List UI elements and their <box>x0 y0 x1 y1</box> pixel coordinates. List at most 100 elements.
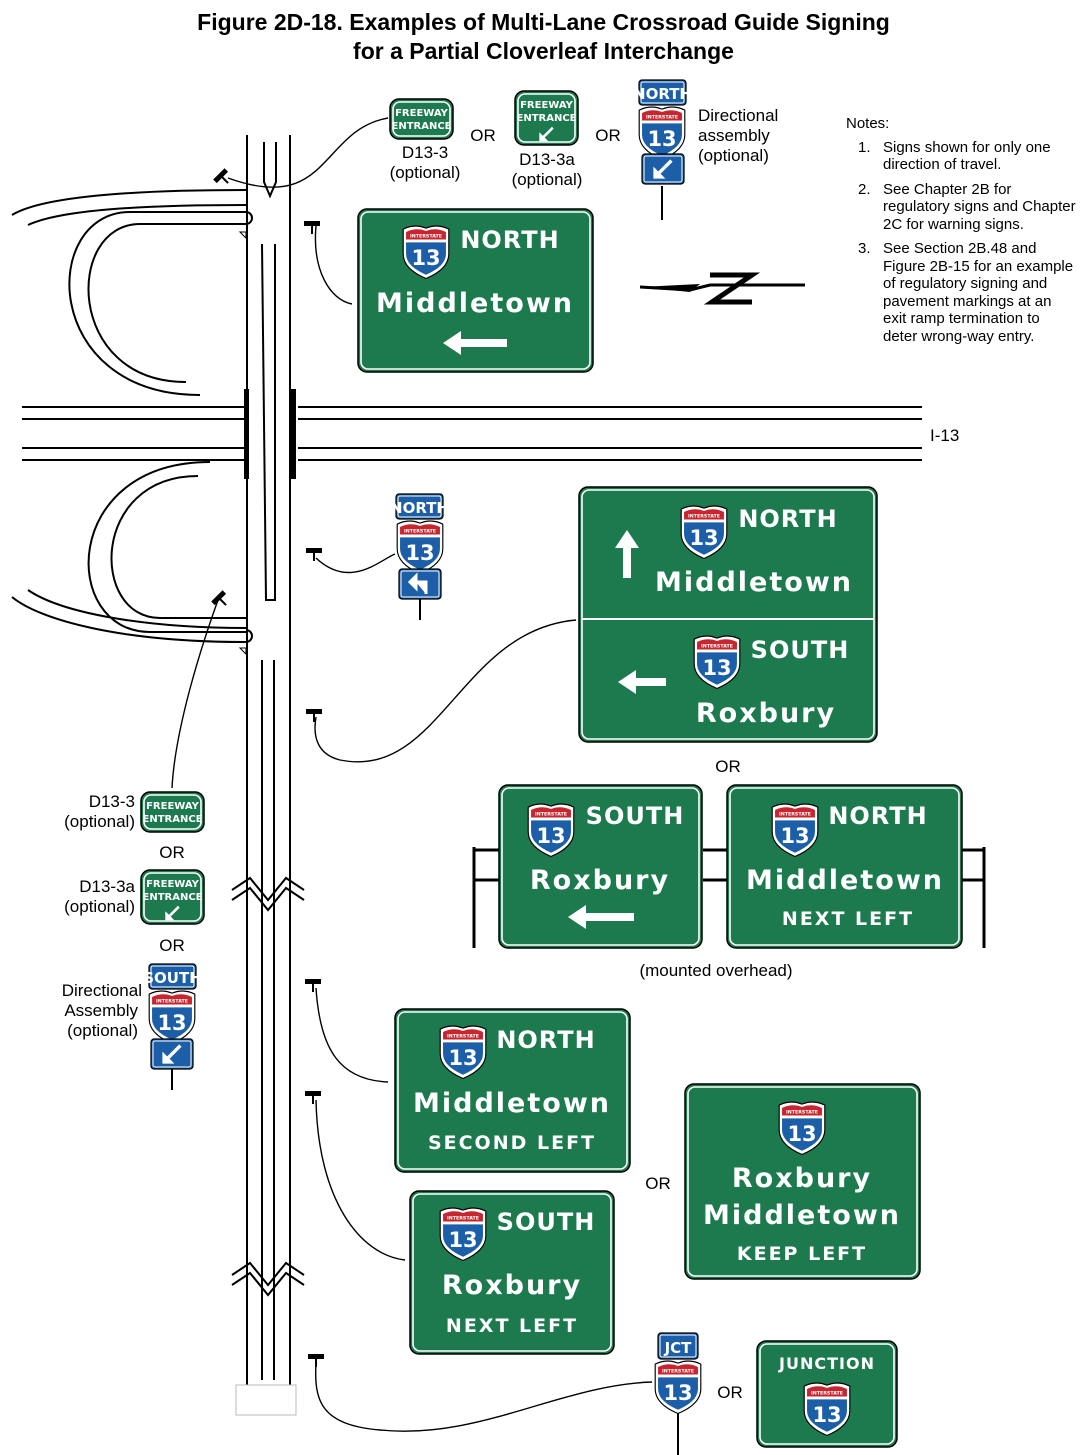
yield-triangle-icon <box>238 231 247 240</box>
plaque-background <box>148 963 197 990</box>
shield-interstate-text: INTERSTATE <box>662 1369 694 1375</box>
plaque-text: NORTH <box>390 499 449 517</box>
north-text: NORTH <box>738 505 837 533</box>
sign-location-icon <box>306 709 322 722</box>
diagonal-left-arrow-icon <box>165 905 180 921</box>
shield-route-number: 13 <box>689 526 718 550</box>
d13-3-sign-border <box>143 794 202 830</box>
shield-route-number: 13 <box>448 1228 477 1252</box>
directional-label: Directional <box>698 106 779 125</box>
shield-top <box>443 1211 483 1222</box>
shield-interstate-text: INTERSTATE <box>447 1034 479 1040</box>
north-arrow-icon <box>639 272 805 305</box>
shield-interstate-text: INTERSTATE <box>156 999 188 1005</box>
assembly-label: Assembly <box>64 1001 138 1020</box>
shield-top <box>152 994 192 1005</box>
assembly-optional-label: (optional) <box>698 146 769 165</box>
cardinal-direction-plaque: NORTH <box>390 493 449 520</box>
yield-triangle-icon <box>238 647 247 656</box>
entrance-text: ENTRANCE <box>143 814 203 825</box>
sign-location-icon <box>308 1354 324 1367</box>
turn-left-arrow-icon <box>407 572 428 594</box>
sign-location-icon <box>304 221 320 234</box>
directional-label: Directional <box>61 981 142 1000</box>
mounted-overhead-label: (mounted overhead) <box>639 961 793 980</box>
sign-location-icon <box>213 168 229 184</box>
or-label: OR <box>645 1174 671 1193</box>
guide-sign-north-middletown-border <box>360 211 591 370</box>
note-text: Signs shown for only one direction of tr… <box>883 138 1051 174</box>
sign-posts <box>171 186 679 1455</box>
sign-location-symbols <box>211 168 324 1367</box>
assembly-label: assembly <box>698 126 770 145</box>
destination-text: Middletown <box>746 865 944 896</box>
loop-ramp-line <box>110 475 246 619</box>
left-arrow-icon <box>443 331 507 355</box>
shield-interstate-text: INTERSTATE <box>447 1216 479 1222</box>
interstate-shield-icon: INTERSTATE 13 <box>654 1360 702 1415</box>
shield-interstate-text: INTERSTATE <box>410 234 442 240</box>
median-island <box>263 142 277 199</box>
guide-sign-keep-left <box>684 1083 921 1280</box>
leader-line <box>171 599 219 789</box>
shield-interstate-text: INTERSTATE <box>646 115 678 121</box>
d13-3a-sign-background <box>514 90 579 146</box>
leader-line <box>315 1099 406 1261</box>
guide-sign-keep-left-border <box>687 1086 918 1277</box>
leader-lines <box>171 117 653 1432</box>
shield-top <box>658 1364 698 1375</box>
plaque-border <box>640 81 685 104</box>
shield-body <box>642 123 682 156</box>
shield-body <box>443 1224 483 1257</box>
destination-text: Roxbury <box>442 1270 582 1301</box>
freeway-text: FREEWAY <box>520 100 574 111</box>
sign-location-icon <box>306 548 322 561</box>
leader-line <box>315 553 396 574</box>
freeway-text: FREEWAY <box>146 879 200 890</box>
shield-body <box>658 1377 698 1410</box>
destination-text: Roxbury <box>696 698 836 729</box>
north-text: NORTH <box>496 1026 595 1054</box>
note-number: 3. <box>858 240 871 257</box>
d13-3-optional-label: (optional) <box>64 812 135 831</box>
median-island <box>261 243 276 601</box>
median-line <box>261 660 275 1380</box>
cardinal-direction-plaque: JCT <box>657 1332 699 1360</box>
or-label: OR <box>717 1383 743 1402</box>
plaque-background <box>638 79 687 106</box>
shield-interstate-text: INTERSTATE <box>404 529 436 535</box>
sign-location-icon <box>211 590 227 606</box>
ramp-line <box>27 204 247 226</box>
bridge-rail <box>244 389 249 479</box>
d13-3-sign-background <box>389 98 454 140</box>
arrow-shape <box>165 905 180 921</box>
overhead-sign-south-roxbury-border <box>501 787 700 946</box>
plaque-text: SOUTH <box>143 969 202 987</box>
or-label: OR <box>470 126 496 145</box>
shield-top <box>684 509 724 520</box>
shield-top <box>697 639 737 650</box>
note-number: 1. <box>858 138 871 156</box>
arrow-shape <box>539 126 554 142</box>
i-13-label: I-13 <box>930 426 960 445</box>
assembly-optional-label: (optional) <box>67 1021 138 1040</box>
guide-sign-keep-left-background <box>684 1083 921 1280</box>
shield-interstate-text: INTERSTATE <box>701 644 733 650</box>
destination-text: Middletown <box>703 1200 901 1231</box>
shield-route-number: 13 <box>787 1122 816 1146</box>
shield-top <box>642 110 682 121</box>
shield-top <box>443 1029 483 1040</box>
shield-body <box>697 652 737 685</box>
arrow-shape <box>162 1044 182 1064</box>
shield-route-number: 13 <box>702 656 731 680</box>
shield-route-number: 13 <box>663 1381 692 1405</box>
diagonal-left-arrow-icon <box>653 159 673 179</box>
figure-title-line-1: Figure 2D-18. Examples of Multi-Lane Cro… <box>197 9 890 35</box>
ramp-line <box>11 596 247 643</box>
